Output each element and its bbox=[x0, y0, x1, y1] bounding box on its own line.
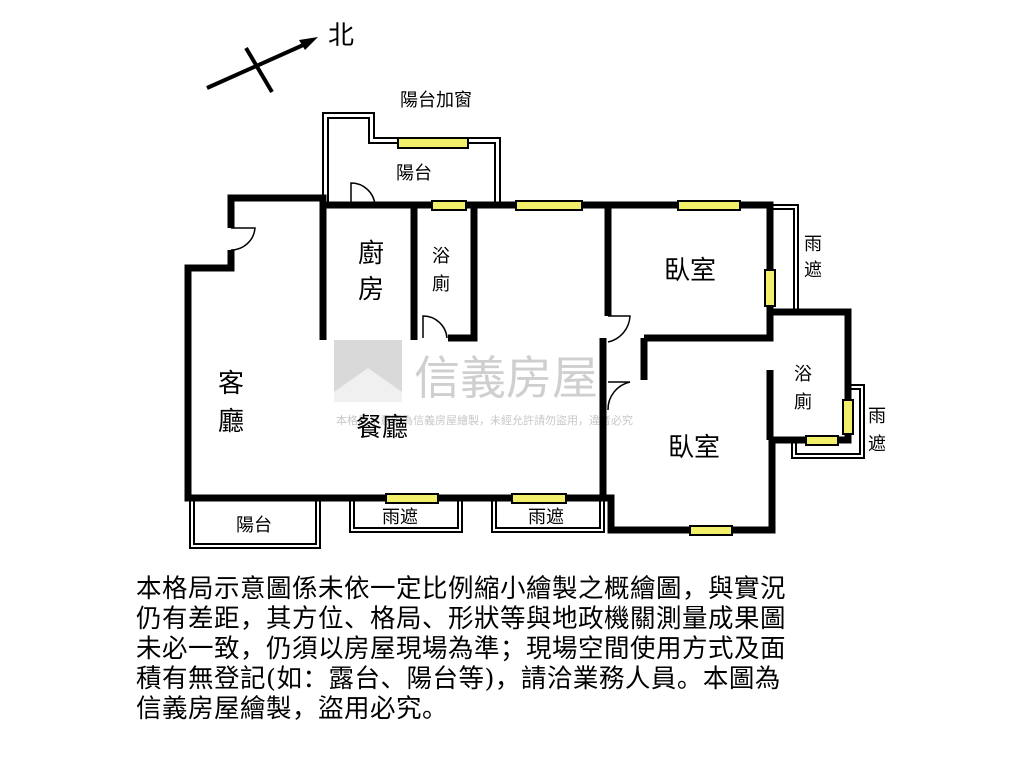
label-kitchen-1: 廚 bbox=[358, 239, 384, 269]
window-bedroom-top-right bbox=[764, 269, 776, 307]
label-balcony-bottom: 陽台 bbox=[236, 515, 272, 536]
window-bedroom-bottom bbox=[689, 525, 733, 536]
bath-right-wall bbox=[448, 205, 478, 342]
compass-arrow-head bbox=[299, 37, 318, 50]
compass-north-label: 北 bbox=[328, 21, 354, 51]
bedroom-bottom-door bbox=[607, 381, 631, 411]
balcony-top-outline bbox=[322, 112, 501, 205]
label-bath-left-1: 浴 bbox=[432, 246, 450, 267]
balcony-bottom-outline bbox=[189, 500, 321, 549]
label-bath-left-2: 廁 bbox=[432, 273, 450, 295]
watermark: 信義房屋 本格局示意圖為信義房屋繪製，未經允許請勿盜用，違者必究 bbox=[334, 340, 633, 427]
disclaimer-text: 本格局示意圖係未依一定比例縮小繪製之概繪圖，與實況 仍有差距，其方位、格局、形狀… bbox=[136, 574, 787, 724]
label-dining: 餐廳 bbox=[356, 413, 408, 443]
balcony-top-inner-outline bbox=[327, 117, 496, 205]
window-dining-bottom-a bbox=[385, 493, 439, 504]
bath-left-door bbox=[422, 315, 448, 339]
label-living-2: 廳 bbox=[218, 407, 244, 437]
window-bath-right-bottom bbox=[805, 435, 839, 446]
label-balcony-top: 陽台 bbox=[396, 163, 432, 184]
label-bedroom-bottom: 臥室 bbox=[668, 433, 720, 463]
kitchen-door bbox=[350, 182, 376, 206]
label-rain-shelter-right-2: 遮 bbox=[804, 260, 822, 281]
label-rain-shelter-far-1: 雨 bbox=[868, 406, 886, 427]
watermark-brand: 信義房屋 bbox=[414, 351, 598, 405]
rain-shelter-far-outline bbox=[791, 384, 865, 459]
walls bbox=[184, 194, 852, 534]
label-rain-shelter-far-2: 遮 bbox=[868, 434, 886, 455]
window-balcony-top bbox=[397, 137, 469, 149]
doors bbox=[205, 182, 631, 500]
label-rain-shelter-a: 雨遮 bbox=[382, 507, 418, 528]
compass: 北 bbox=[206, 21, 354, 94]
compass-arrow-shaft bbox=[206, 40, 311, 90]
label-rain-shelter-right-1: 雨 bbox=[804, 234, 822, 255]
entry-wall bbox=[227, 194, 327, 340]
window-bedroom-top bbox=[677, 200, 741, 211]
rain-shelter-b-outline bbox=[491, 500, 605, 533]
windows bbox=[385, 137, 854, 536]
label-living-1: 客 bbox=[218, 369, 244, 399]
label-bedroom-top: 臥室 bbox=[664, 256, 716, 286]
label-bath-right-2: 廁 bbox=[794, 391, 812, 413]
bedroom-top-bottom-wall bbox=[644, 312, 774, 342]
bedroom-top-door bbox=[607, 315, 631, 343]
label-balcony-window: 陽台加窗 bbox=[400, 90, 472, 111]
rain-shelter-right-outline bbox=[772, 204, 799, 312]
rain-shelter-a-outline bbox=[349, 500, 463, 533]
window-dining-bottom-b bbox=[511, 493, 567, 504]
window-dining-top bbox=[515, 200, 583, 211]
window-bath-left bbox=[431, 200, 467, 211]
window-bath-right bbox=[842, 399, 854, 435]
compass-cross-bar bbox=[244, 46, 274, 94]
label-bath-right-1: 浴 bbox=[794, 364, 812, 385]
entry-door bbox=[230, 227, 256, 251]
label-rain-shelter-b: 雨遮 bbox=[528, 507, 564, 528]
label-kitchen-2: 房 bbox=[358, 275, 384, 305]
room-labels: 陽台加窗 陽台 廚 房 浴 廁 臥室 雨 遮 客 廳 餐廳 浴 廁 雨 遮 臥室… bbox=[218, 90, 886, 536]
thin-outlines bbox=[189, 112, 865, 549]
watermark-notice: 本格局示意圖為信義房屋繪製，未經允許請勿盜用，違者必究 bbox=[336, 413, 633, 427]
floor-plan: 北 信義房屋 本格局示意圖為信義房屋繪製，未經允許請勿盜用，違者必究 bbox=[184, 21, 886, 549]
